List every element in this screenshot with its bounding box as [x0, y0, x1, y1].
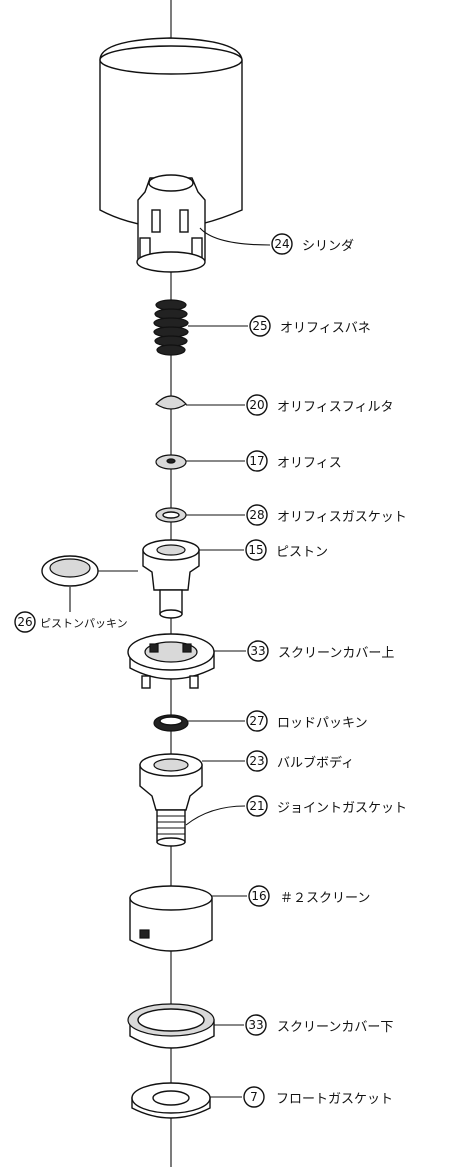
- float-gasket-part: [131, 1082, 211, 1119]
- orifice-spring-part: [153, 299, 189, 356]
- callout-label: バルブボディ: [277, 755, 354, 771]
- callout-16: 16 ＃２スクリーン: [248, 885, 370, 907]
- callout-number: 33: [248, 1018, 263, 1032]
- callout-label: ピストン: [276, 545, 328, 560]
- piston-part: [142, 539, 200, 619]
- callout-15: 15 ピストン: [245, 539, 328, 561]
- callout-number: 28: [249, 508, 264, 522]
- callout-number: 27: [249, 714, 264, 728]
- callout-label: シリンダ: [302, 239, 354, 254]
- valve-body-part: [139, 753, 203, 811]
- callout-label: ＃２スクリーン: [280, 891, 370, 906]
- callout-label: オリフィスフィルタ: [277, 400, 393, 415]
- callout-21: 21 ジョイントガスケット: [246, 795, 407, 817]
- callout-number: 17: [249, 454, 264, 468]
- callout-label: オリフィスガスケット: [277, 510, 407, 525]
- callout-number: 23: [249, 754, 264, 768]
- callout-33-upper: 33 スクリーンカバー上: [247, 640, 394, 662]
- orifice-part: [155, 454, 187, 470]
- callout-label: ジョイントガスケット: [277, 801, 407, 816]
- callout-number: 33: [250, 644, 265, 658]
- orifice-filter-part: [155, 395, 187, 410]
- callout-number: 16: [251, 889, 266, 903]
- callout-number: 24: [274, 237, 289, 251]
- leader-line-21: [185, 805, 246, 826]
- callout-number: 7: [250, 1090, 258, 1104]
- callout-number: 15: [248, 543, 263, 557]
- callout-28: 28 オリフィスガスケット: [246, 504, 407, 526]
- piston-packing-part: [41, 555, 138, 612]
- callout-7: 7 フロートガスケット: [243, 1086, 393, 1108]
- joint-gasket-part: [156, 809, 186, 847]
- callout-20: 20 オリフィスフィルタ: [246, 394, 393, 416]
- callout-27: 27 ロッドパッキン: [246, 710, 368, 732]
- callout-number: 20: [249, 398, 264, 412]
- callout-label: フロートガスケット: [276, 1092, 393, 1107]
- orifice-gasket-part: [155, 507, 187, 523]
- callout-25: 25 オリフィスバネ: [249, 315, 371, 337]
- callout-24: 24 シリンダ: [271, 233, 354, 255]
- callout-33-lower: 33 スクリーンカバー下: [245, 1014, 393, 1036]
- callout-number: 26: [17, 615, 32, 629]
- callout-number: 21: [249, 799, 264, 813]
- callout-17: 17 オリフィス: [246, 450, 342, 472]
- cylinder-part: [99, 37, 243, 273]
- screen-cover-lower-part: [127, 1003, 215, 1049]
- callout-23: 23 バルブボディ: [246, 750, 354, 772]
- callout-label: スクリーンカバー上: [278, 646, 394, 661]
- callout-label: ピストンパッキン: [40, 617, 128, 630]
- callout-label: オリフィスバネ: [280, 321, 371, 336]
- callout-label: オリフィス: [277, 456, 342, 471]
- screen-cover-upper-part: [127, 633, 215, 689]
- callout-number: 25: [252, 319, 267, 333]
- rod-packing-part: [153, 714, 189, 732]
- callout-label: ロッドパッキン: [277, 716, 368, 731]
- leader-line-24: [199, 227, 271, 246]
- callout-label: スクリーンカバー下: [277, 1020, 393, 1035]
- callout-26: 26 ピストンパッキン: [14, 611, 128, 633]
- screen-2-part: [129, 885, 213, 952]
